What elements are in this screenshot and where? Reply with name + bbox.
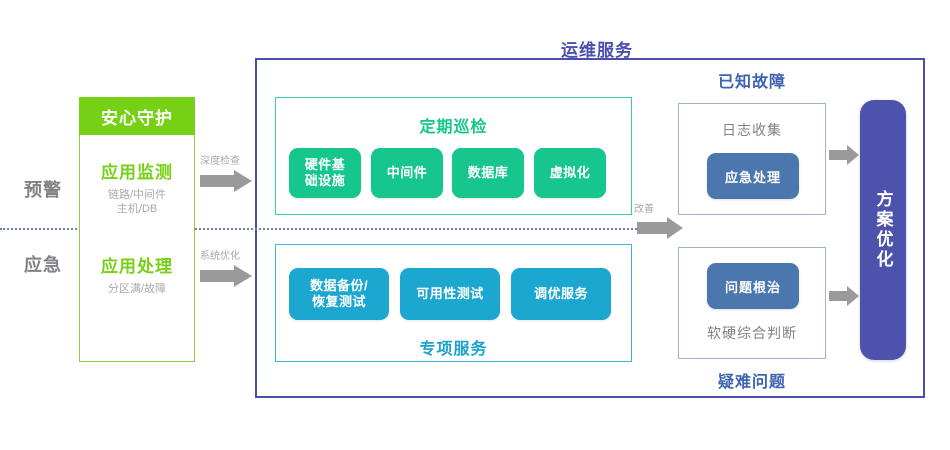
guardian-row-handling: 应用处理 分区满/故障 bbox=[79, 252, 195, 296]
arrow-improvement-icon bbox=[637, 217, 683, 239]
special-service-panel-title: 专项服务 bbox=[419, 341, 488, 358]
arrow-deep-check-icon bbox=[200, 170, 252, 192]
special-item-backup[interactable]: 数据备份/ 恢复测试 bbox=[289, 268, 389, 320]
special-item-availability-test[interactable]: 可用性测试 bbox=[400, 268, 500, 320]
known-fault-caption: 已知故障 bbox=[717, 74, 786, 91]
arrow-hard-problem-to-solution-icon bbox=[829, 286, 859, 306]
known-fault-button[interactable]: 应急处理 bbox=[707, 153, 799, 199]
arrow-known-fault-to-solution-icon bbox=[829, 145, 859, 165]
solution-optimization-label: 方案优化 bbox=[873, 190, 893, 270]
hard-problem-button[interactable]: 问题根治 bbox=[707, 263, 799, 309]
arrow-improvement-label: 改善 bbox=[634, 204, 654, 215]
stage-label-emergency: 应急 bbox=[24, 255, 62, 275]
guardian-row-monitor-sub1: 链路/中间件 bbox=[107, 189, 167, 201]
inspection-item-middleware[interactable]: 中间件 bbox=[371, 148, 443, 198]
arrow-system-optimization-label: 系统优化 bbox=[200, 251, 240, 262]
known-fault-text: 日志收集 bbox=[722, 122, 782, 138]
inspection-item-virtualization[interactable]: 虚拟化 bbox=[534, 148, 606, 198]
hard-problem-caption: 疑难问题 bbox=[717, 374, 786, 391]
guardian-row-monitor-sub2: 主机/DB bbox=[116, 203, 158, 215]
guardian-card-header: 安心守护 bbox=[79, 97, 195, 135]
inspection-item-hardware-line1: 硬件基 bbox=[304, 157, 346, 172]
guardian-row-monitor-title: 应用监测 bbox=[101, 163, 173, 182]
arrow-system-optimization-icon bbox=[200, 265, 252, 287]
guardian-row-monitor: 应用监测 链路/中间件 主机/DB bbox=[79, 158, 195, 216]
special-item-tuning-service[interactable]: 调优服务 bbox=[511, 268, 611, 320]
special-item-backup-line2: 恢复测试 bbox=[311, 294, 366, 309]
stage-divider bbox=[0, 228, 640, 230]
inspection-item-database[interactable]: 数据库 bbox=[452, 148, 524, 198]
guardian-row-handling-sub1: 分区满/故障 bbox=[107, 283, 167, 295]
arrow-deep-check-label: 深度检查 bbox=[200, 156, 240, 167]
hard-problem-text: 软硬综合判断 bbox=[707, 325, 797, 341]
solution-optimization-bar[interactable]: 方案优化 bbox=[860, 100, 906, 360]
special-item-backup-line1: 数据备份/ bbox=[309, 278, 369, 293]
inspection-item-hardware-line2: 础设施 bbox=[304, 173, 346, 188]
guardian-card bbox=[79, 97, 195, 362]
inspection-item-hardware[interactable]: 硬件基 础设施 bbox=[289, 148, 361, 198]
inspection-panel-title: 定期巡检 bbox=[419, 119, 488, 136]
page-title: 运维服务 bbox=[561, 41, 633, 60]
stage-label-warning: 预警 bbox=[24, 180, 62, 200]
guardian-row-handling-title: 应用处理 bbox=[101, 257, 173, 276]
